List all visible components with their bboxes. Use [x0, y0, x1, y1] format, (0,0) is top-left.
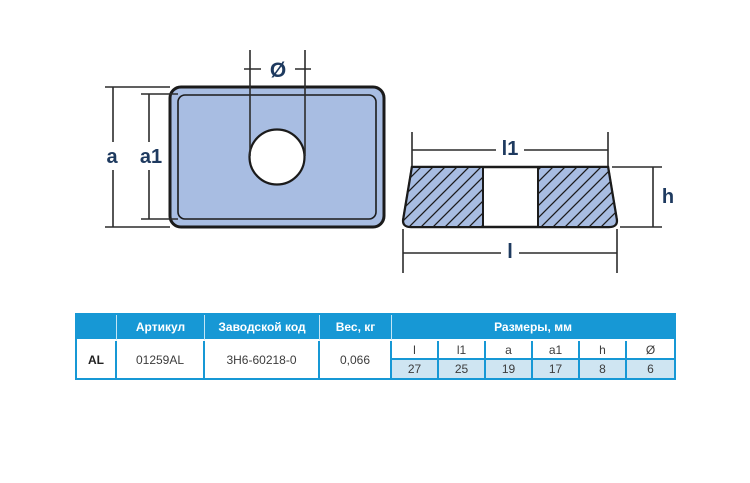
front-view	[168, 85, 386, 229]
section-hatch-right	[537, 166, 618, 228]
cell-article: 01259AL	[117, 341, 205, 378]
dim-value-diameter: 6	[627, 360, 675, 378]
dim-col-a: a	[486, 341, 533, 360]
cell-weight: 0,066	[320, 341, 392, 378]
header-article: Артикул	[117, 315, 205, 341]
cell-material: AL	[77, 341, 117, 378]
dim-label-a: a	[106, 146, 118, 168]
label-mask-a1	[135, 142, 165, 170]
dim-col-l1: l1	[439, 341, 486, 360]
dimension-h	[612, 166, 662, 228]
table-values-row: 27 25 19 17 8 6	[77, 360, 675, 378]
dim-value-l: 27	[392, 360, 439, 378]
dim-col-h: h	[580, 341, 627, 360]
label-mask-l	[501, 236, 519, 263]
technical-drawing: a a1 Ø l1 l	[101, 50, 675, 273]
dim-label-l: l	[507, 241, 513, 263]
spec-table-container: Артикул Заводской код Вес, кг Размеры, м…	[75, 313, 677, 380]
dim-col-diameter: Ø	[627, 341, 675, 360]
dim-label-h: h	[662, 186, 674, 208]
dim-label-l1: l1	[502, 138, 519, 160]
spec-table: Артикул Заводской код Вес, кг Размеры, м…	[75, 313, 677, 380]
label-mask-l1	[496, 134, 524, 161]
dim-value-l1: 25	[439, 360, 486, 378]
table-header-row: Артикул Заводской код Вес, кг Размеры, м…	[77, 315, 675, 341]
section-view	[401, 165, 619, 229]
dim-label-diameter: Ø	[270, 59, 286, 82]
dim-value-a: 19	[486, 360, 533, 378]
dim-col-a1: a1	[533, 341, 580, 360]
header-factory-code: Заводской код	[205, 315, 320, 341]
table-subheader-row: AL 01259AL 3H6-60218-0 0,066 l l1 a a1 h…	[77, 341, 675, 378]
dim-value-h: 8	[580, 360, 627, 378]
anode-hole	[248, 128, 306, 186]
section-hatch-left	[402, 166, 484, 228]
header-dimensions: Размеры, мм	[392, 315, 675, 341]
label-mask-a	[101, 142, 123, 170]
dim-col-l: l	[392, 341, 439, 360]
header-material	[77, 315, 117, 341]
cell-factory-code: 3H6-60218-0	[205, 341, 320, 378]
dim-label-a1: a1	[140, 146, 162, 168]
dim-value-a1: 17	[533, 360, 580, 378]
anode-body-inner-line	[177, 94, 377, 220]
label-mask-diameter	[261, 54, 295, 82]
header-weight: Вес, кг	[320, 315, 392, 341]
